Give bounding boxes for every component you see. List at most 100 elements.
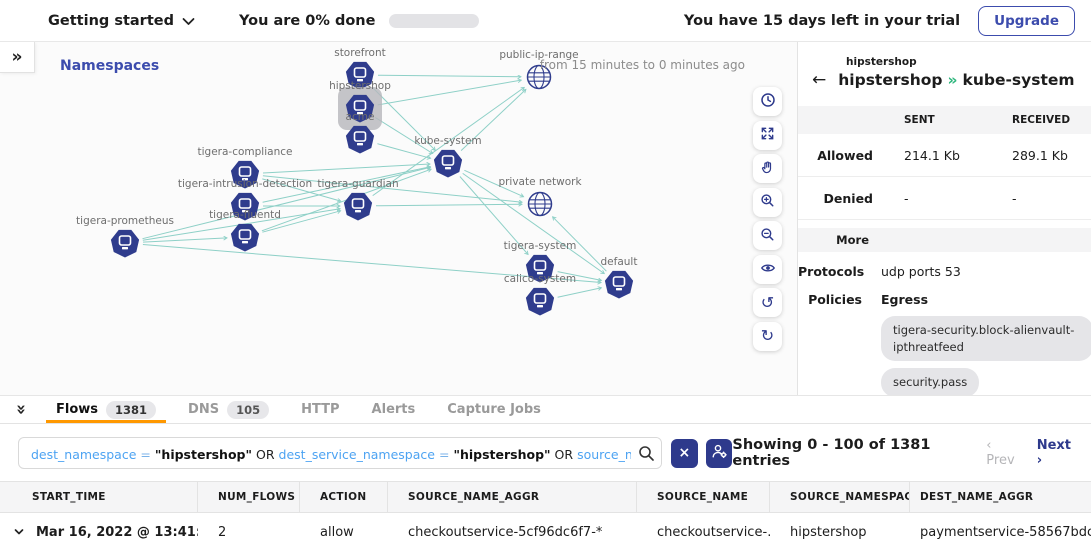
policies-label: Policies	[808, 292, 862, 307]
table-row[interactable]: Mar 16, 2022 @ 13:41:35.0002allowcheckou…	[0, 513, 1091, 551]
graph-edge	[464, 169, 523, 196]
tab-count-badge: 1381	[106, 400, 157, 419]
graph-node-storefront[interactable]: storefront	[334, 47, 386, 90]
graph-node-tigera-fluentd[interactable]: tigera-fluentd	[209, 209, 281, 252]
traffic-table-header: SENT RECEIVED	[798, 106, 1091, 134]
graph-node-public-ip-range[interactable]: public-ip-range	[499, 49, 579, 90]
detail-context-label: hipstershop	[846, 56, 917, 68]
graph-node-label: tigera-prometheus	[76, 215, 174, 227]
user-gear-icon	[711, 443, 728, 464]
protocols-value: udp ports 53	[881, 264, 961, 279]
graph-node-tigera-prometheus[interactable]: tigera-prometheus	[76, 215, 174, 258]
undo-icon: ↺	[760, 292, 775, 312]
fit-screen-button[interactable]	[753, 120, 782, 150]
flow-direction-icon: »	[947, 71, 958, 89]
table-cell: 2	[218, 524, 227, 540]
zoom-in-button[interactable]	[753, 187, 782, 217]
graph-node-label: public-ip-range	[499, 49, 578, 61]
next-page-link[interactable]: Next ›	[1036, 438, 1071, 468]
protocols-label: Protocols	[798, 264, 865, 279]
graph-edge	[377, 143, 430, 159]
tab-label: Alerts	[371, 402, 416, 417]
more-label: More	[836, 233, 869, 247]
prev-page-link[interactable]: ‹ Prev	[986, 438, 1015, 468]
column-header-source_name_aggr[interactable]: SOURCE_NAME_AGGR	[388, 482, 637, 512]
table-cell: paymentservice-58567bdc	[920, 524, 1091, 540]
graph-node-tigera-compliance[interactable]: tigera-compliance	[198, 146, 293, 189]
collapse-panel-button[interactable]: »	[0, 396, 40, 423]
protocols-row: Protocols udp ports 53	[798, 264, 1091, 279]
column-header-num_flows[interactable]: NUM_FLOWS	[198, 482, 300, 512]
time-range-label: from 15 minutes to 0 minutes ago	[539, 58, 745, 72]
graph-node-calico-system[interactable]: calico-system	[504, 273, 576, 316]
table-cell: checkoutservice-5cf96dc6f7-*	[408, 524, 603, 540]
tab-http[interactable]: HTTP	[285, 396, 355, 423]
policy-tag[interactable]: tigera-security.block-alienvault-ipthrea…	[881, 316, 1091, 362]
graph-node-kube-system[interactable]: kube-system	[414, 135, 482, 178]
graph-edge	[557, 271, 602, 281]
tab-alerts[interactable]: Alerts	[356, 396, 432, 423]
filter-token: OR	[256, 446, 275, 462]
graph-edge	[377, 74, 521, 77]
progress-label: You are 0% done	[238, 12, 376, 29]
graph-node-tigera-guardian[interactable]: tigera-guardian	[317, 178, 399, 221]
tab-label: Flows	[56, 402, 99, 417]
table-row: Allowed 214.1 Kb 289.1 Kb	[798, 134, 1091, 177]
graph-node-acme[interactable]: acme	[346, 111, 375, 154]
getting-started-label: Getting started	[48, 12, 174, 29]
clock-icon	[760, 92, 776, 111]
visibility-button[interactable]	[753, 254, 782, 284]
filter-token: =	[438, 446, 450, 462]
time-range-button[interactable]	[753, 87, 782, 116]
graph-edge	[375, 204, 522, 206]
graph-toolbar: ↺ ↻	[753, 87, 782, 351]
back-arrow-icon[interactable]: ←	[812, 70, 827, 90]
graph-node-label: calico-system	[504, 273, 576, 285]
zoom-out-button[interactable]	[753, 221, 782, 250]
clear-filter-button[interactable]: ×	[671, 438, 698, 468]
column-header-start_time[interactable]: START_TIME	[0, 482, 198, 512]
allowed-label: Allowed	[817, 147, 873, 163]
column-header-source_namespace[interactable]: SOURCE_NAMESPACE	[770, 482, 910, 512]
table-cell: allow	[320, 524, 354, 540]
undo-button[interactable]: ↺	[753, 288, 782, 317]
graph-node-private-network[interactable]: private network	[498, 176, 582, 217]
graph-edge	[262, 211, 340, 233]
tab-count-badge: 105	[227, 400, 270, 419]
graph-node-tigera-system[interactable]: tigera-system	[504, 240, 577, 283]
column-header-dest_name_aggr[interactable]: DEST_NAME_AGGR	[920, 491, 1034, 503]
tab-label: Capture Jobs	[447, 402, 541, 417]
policy-tag[interactable]: security.pass	[881, 368, 980, 395]
graph-node-tigera-intrusion-detection[interactable]: tigera-intrusion-detection	[178, 178, 312, 221]
graph-node-label: private network	[498, 176, 582, 188]
pan-button[interactable]	[753, 154, 782, 183]
allowed-received-value: 289.1 Kb	[1012, 147, 1068, 163]
tab-flows[interactable]: Flows 1381	[40, 396, 172, 423]
saved-filter-user-button[interactable]	[705, 438, 733, 468]
graph-node-label: acme	[346, 111, 375, 123]
column-header-source_name[interactable]: SOURCE_NAME	[637, 482, 770, 512]
namespace-graph-svg[interactable]: storefront public-ip-range hipstershopacme…	[0, 42, 797, 395]
graph-edge	[262, 164, 430, 174]
getting-started-menu[interactable]: Getting started	[48, 11, 195, 30]
upgrade-button[interactable]: Upgrade	[978, 5, 1075, 36]
row-expand-chevron-icon[interactable]	[13, 526, 25, 538]
refresh-button[interactable]: ↻	[753, 321, 782, 351]
graph-edge	[553, 217, 607, 272]
graph-node-hipstershop[interactable]: hipstershop	[329, 80, 391, 130]
search-icon[interactable]	[631, 438, 662, 468]
received-column-header: RECEIVED	[1012, 114, 1071, 126]
graph-edge	[377, 80, 522, 106]
tab-capture-jobs[interactable]: Capture Jobs	[431, 396, 557, 423]
graph-edge	[142, 167, 431, 240]
graph-edge	[460, 89, 526, 151]
expand-sidebar-button[interactable]: »	[0, 42, 35, 73]
graph-node-default[interactable]: default	[601, 256, 638, 299]
column-header-action[interactable]: ACTION	[300, 482, 388, 512]
